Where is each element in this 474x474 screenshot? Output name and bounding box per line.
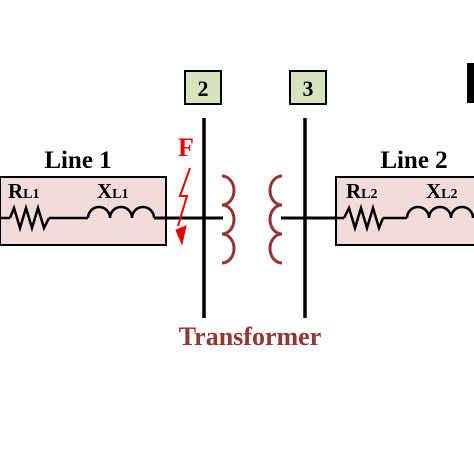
line1-resistor-label: RL1 xyxy=(8,179,40,203)
line2-reactance-label: XL2 xyxy=(426,179,458,203)
line2-resistor-label: RL2 xyxy=(346,179,378,203)
line1-reactance-label: XL1 xyxy=(97,179,129,203)
bus3-label-box xyxy=(289,70,327,105)
line1-resistor-symbol xyxy=(8,203,51,233)
lightning-bolt-icon xyxy=(175,167,191,246)
line1-inductor-symbol xyxy=(86,205,156,219)
bus2-label-box xyxy=(184,70,222,105)
line1-title: Line 1 xyxy=(44,147,111,174)
transformer-secondary-winding xyxy=(268,174,283,265)
transformer-label: Transformer xyxy=(179,322,321,351)
bus3-label: 3 xyxy=(303,76,314,101)
bus2-label: 2 xyxy=(198,76,209,101)
fault-label: F xyxy=(178,133,194,162)
partial-bus-marker xyxy=(467,63,474,103)
line2-title: Line 2 xyxy=(380,147,447,174)
line2-resistor-symbol xyxy=(342,203,385,233)
line2-inductor-symbol xyxy=(405,205,474,219)
transformer-primary-winding xyxy=(221,174,236,265)
